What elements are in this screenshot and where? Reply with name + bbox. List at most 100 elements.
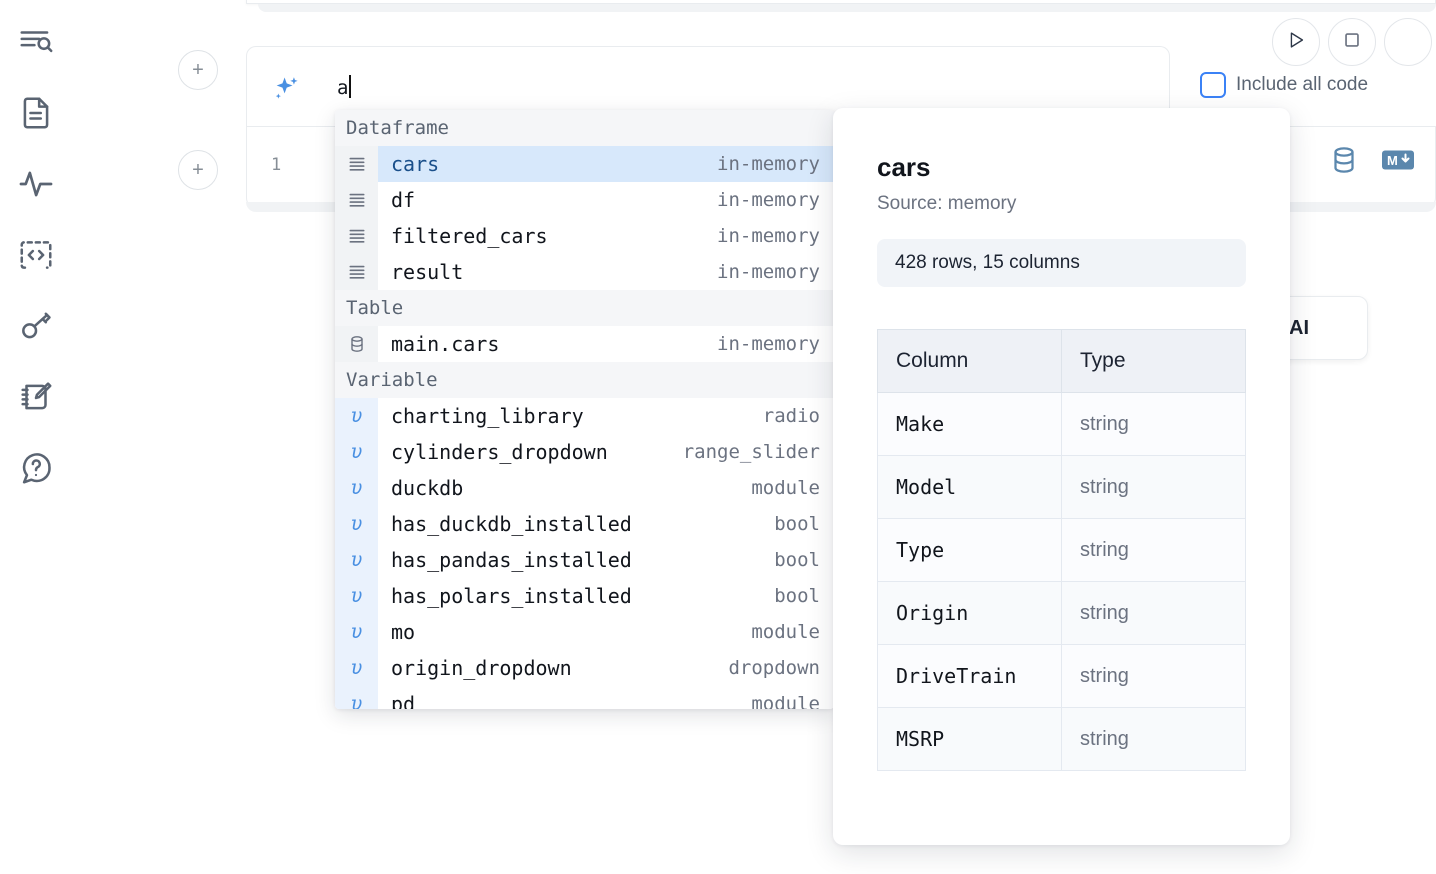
variables-activity-icon (17, 165, 55, 203)
include-all-code-row[interactable]: Include all code (1200, 72, 1368, 98)
autocomplete-item-meta: in-memory (717, 153, 820, 175)
snippets-code-icon (17, 236, 55, 274)
variable-icon: υ (335, 398, 378, 434)
schema-column-name: Make (877, 392, 1062, 456)
variable-icon: υ (335, 578, 378, 614)
autocomplete-item-meta: in-memory (717, 261, 820, 283)
autocomplete-item-meta: in-memory (717, 333, 820, 355)
dataframe-icon (335, 182, 378, 218)
ai-prompt-input[interactable]: a (337, 75, 352, 99)
autocomplete-item-label: filtered_cars (391, 224, 548, 248)
sidebar-item-notebook-files[interactable] (12, 89, 60, 137)
notebook-file-icon (17, 94, 55, 132)
variable-icon: υ (335, 434, 378, 470)
autocomplete-item[interactable]: cars in-memory (335, 146, 834, 182)
schema-column-name: Type (877, 518, 1062, 582)
autocomplete-item-meta: module (751, 693, 820, 709)
autocomplete-item-meta: bool (774, 513, 820, 535)
schema-column-name: Model (877, 455, 1062, 519)
autocomplete-item-meta: dropdown (728, 657, 820, 679)
autocomplete-item-label: mo (391, 620, 416, 644)
explore-outline-icon (17, 23, 55, 61)
autocomplete-item-meta: range_slider (682, 441, 820, 463)
schema-table-header-row: Column Type (877, 329, 1246, 393)
sidebar-item-help[interactable] (12, 444, 60, 492)
schema-column-header: Column (877, 329, 1062, 393)
more-cell-actions-button[interactable] (1384, 18, 1432, 66)
documentation-panel: cars Source: memory 428 rows, 15 columns… (833, 108, 1290, 845)
autocomplete-item-meta: in-memory (717, 225, 820, 247)
autocomplete-item[interactable]: υ has_pandas_installed bool (335, 542, 834, 578)
autocomplete-item-meta: module (751, 477, 820, 499)
markdown-icon[interactable]: M (1381, 148, 1415, 177)
run-cell-button[interactable] (1272, 18, 1320, 66)
sidebar-item-scratchpad[interactable] (12, 373, 60, 421)
autocomplete-item[interactable]: main.cars in-memory (335, 326, 834, 362)
sidebar-rail (0, 0, 72, 874)
doc-source: Source: memory (877, 193, 1017, 214)
autocomplete-section-header: Table (335, 290, 834, 326)
variable-icon: υ (335, 686, 378, 709)
autocomplete-item-label: origin_dropdown (391, 656, 572, 680)
autocomplete-item[interactable]: υ origin_dropdown dropdown (335, 650, 834, 686)
text-cursor (349, 75, 352, 98)
sidebar-item-secrets[interactable] (12, 302, 60, 350)
sparkles-icon (269, 73, 303, 112)
autocomplete-item[interactable]: result in-memory (335, 254, 834, 290)
autocomplete-item-label: main.cars (391, 332, 500, 356)
autocomplete-item-label: has_pandas_installed (391, 548, 632, 572)
schema-column-name: MSRP (877, 707, 1062, 771)
schema-column-type: string (1061, 707, 1246, 771)
autocomplete-item-label: has_polars_installed (391, 584, 632, 608)
schema-column-type: string (1061, 581, 1246, 645)
sidebar-item-variables[interactable] (12, 160, 60, 208)
stop-cell-button[interactable] (1328, 18, 1376, 66)
help-chat-icon (17, 449, 55, 487)
schema-column-type: string (1061, 392, 1246, 456)
stop-square-icon (1341, 29, 1363, 56)
autocomplete-item-label: charting_library (391, 404, 584, 428)
add-cell-button-top[interactable]: + (178, 50, 218, 90)
variable-icon: υ (335, 470, 378, 506)
cell-action-icons: M (1329, 145, 1415, 180)
autocomplete-item-meta: module (751, 621, 820, 643)
autocomplete-item-label: cars (391, 152, 440, 176)
dataframe-icon (335, 146, 378, 182)
autocomplete-section-header: Variable (335, 362, 834, 398)
doc-title: cars (877, 152, 931, 182)
sidebar-item-outline[interactable] (12, 18, 60, 66)
include-all-code-checkbox[interactable] (1200, 72, 1226, 98)
autocomplete-item-label: df (391, 188, 416, 212)
cell-run-controls (1272, 18, 1432, 66)
schema-column-name: DriveTrain (877, 644, 1062, 708)
sidebar-item-snippets[interactable] (12, 231, 60, 279)
database-icon[interactable] (1329, 145, 1359, 180)
dataframe-icon (335, 218, 378, 254)
add-cell-button-bottom[interactable]: + (178, 150, 218, 190)
schema-type-header: Type (1061, 329, 1246, 393)
variable-icon: υ (335, 542, 378, 578)
variable-icon: υ (335, 614, 378, 650)
autocomplete-item[interactable]: filtered_cars in-memory (335, 218, 834, 254)
schema-column-type: string (1061, 455, 1246, 519)
variable-icon: υ (335, 650, 378, 686)
schema-column-name: Origin (877, 581, 1062, 645)
play-icon (1285, 29, 1307, 56)
autocomplete-item-label: result (391, 260, 464, 284)
autocomplete-item-meta: bool (774, 549, 820, 571)
secrets-key-icon (17, 307, 55, 345)
